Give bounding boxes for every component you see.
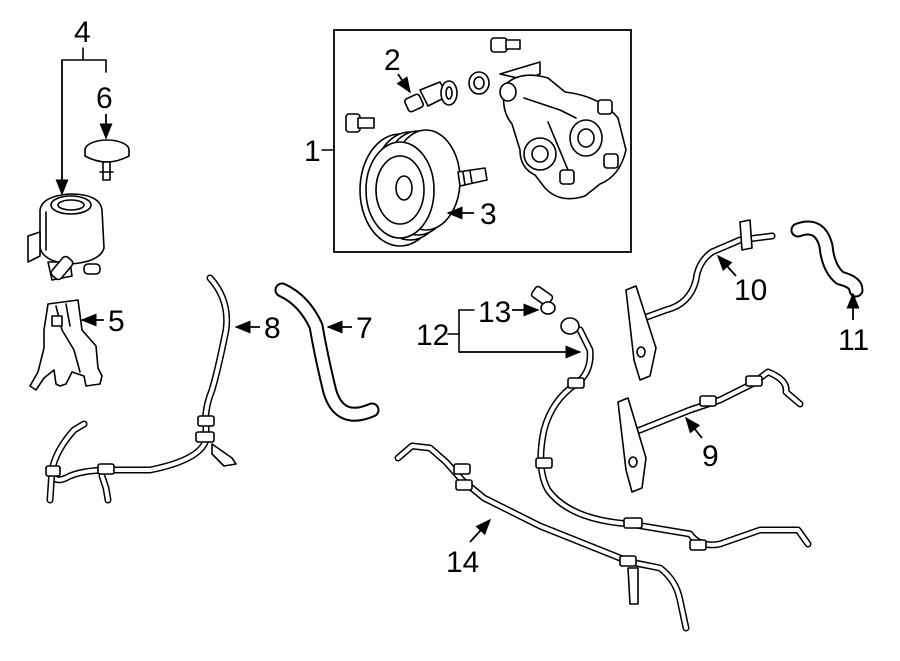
pump-assembly-group: 1 2 (304, 29, 632, 253)
bolt-icon (345, 113, 375, 133)
callout-8: 8 (264, 312, 281, 345)
bolt-top-icon (490, 37, 521, 53)
hose-part-8: 8 (45, 274, 281, 504)
leader-14 (469, 518, 492, 543)
leader-2 (396, 73, 411, 94)
callout-3: 3 (480, 198, 497, 231)
reservoir-cap-part-6 (84, 139, 130, 181)
callout-11: 11 (838, 324, 869, 357)
tube-part-14: 14 (394, 442, 690, 632)
callout-5: 5 (108, 305, 125, 338)
leader-9 (684, 416, 703, 439)
hose-part-11: 11 (790, 220, 869, 357)
bracket-part-5: 5 (29, 299, 125, 391)
pump-body (499, 61, 627, 200)
callout-10: 10 (734, 274, 767, 307)
callout-9: 9 (702, 440, 719, 473)
hose-part-7: 7 (274, 282, 380, 422)
callout-7: 7 (356, 312, 373, 345)
callout-1: 1 (304, 135, 321, 168)
tube-part-10: 10 (625, 219, 776, 381)
callout-14: 14 (446, 546, 479, 579)
callout-2: 2 (384, 44, 401, 77)
tube-part-9: 9 (617, 368, 804, 493)
o-ring-icon (468, 71, 490, 95)
leader-10 (716, 254, 737, 277)
callout-4: 4 (74, 16, 91, 49)
reservoir-tank-part-4 (27, 193, 105, 281)
pump-assembly-frame (333, 29, 632, 253)
callout-12: 12 (416, 319, 449, 352)
pressure-sensor-part-13: 13 (478, 285, 556, 329)
reservoir-group: 4 6 (27, 16, 130, 281)
callout-6: 6 (96, 82, 113, 115)
fitting-part-2 (403, 80, 458, 113)
pulley-part-3 (359, 129, 488, 247)
callout-13: 13 (478, 296, 511, 329)
hose-part-12: 12 (416, 309, 812, 551)
